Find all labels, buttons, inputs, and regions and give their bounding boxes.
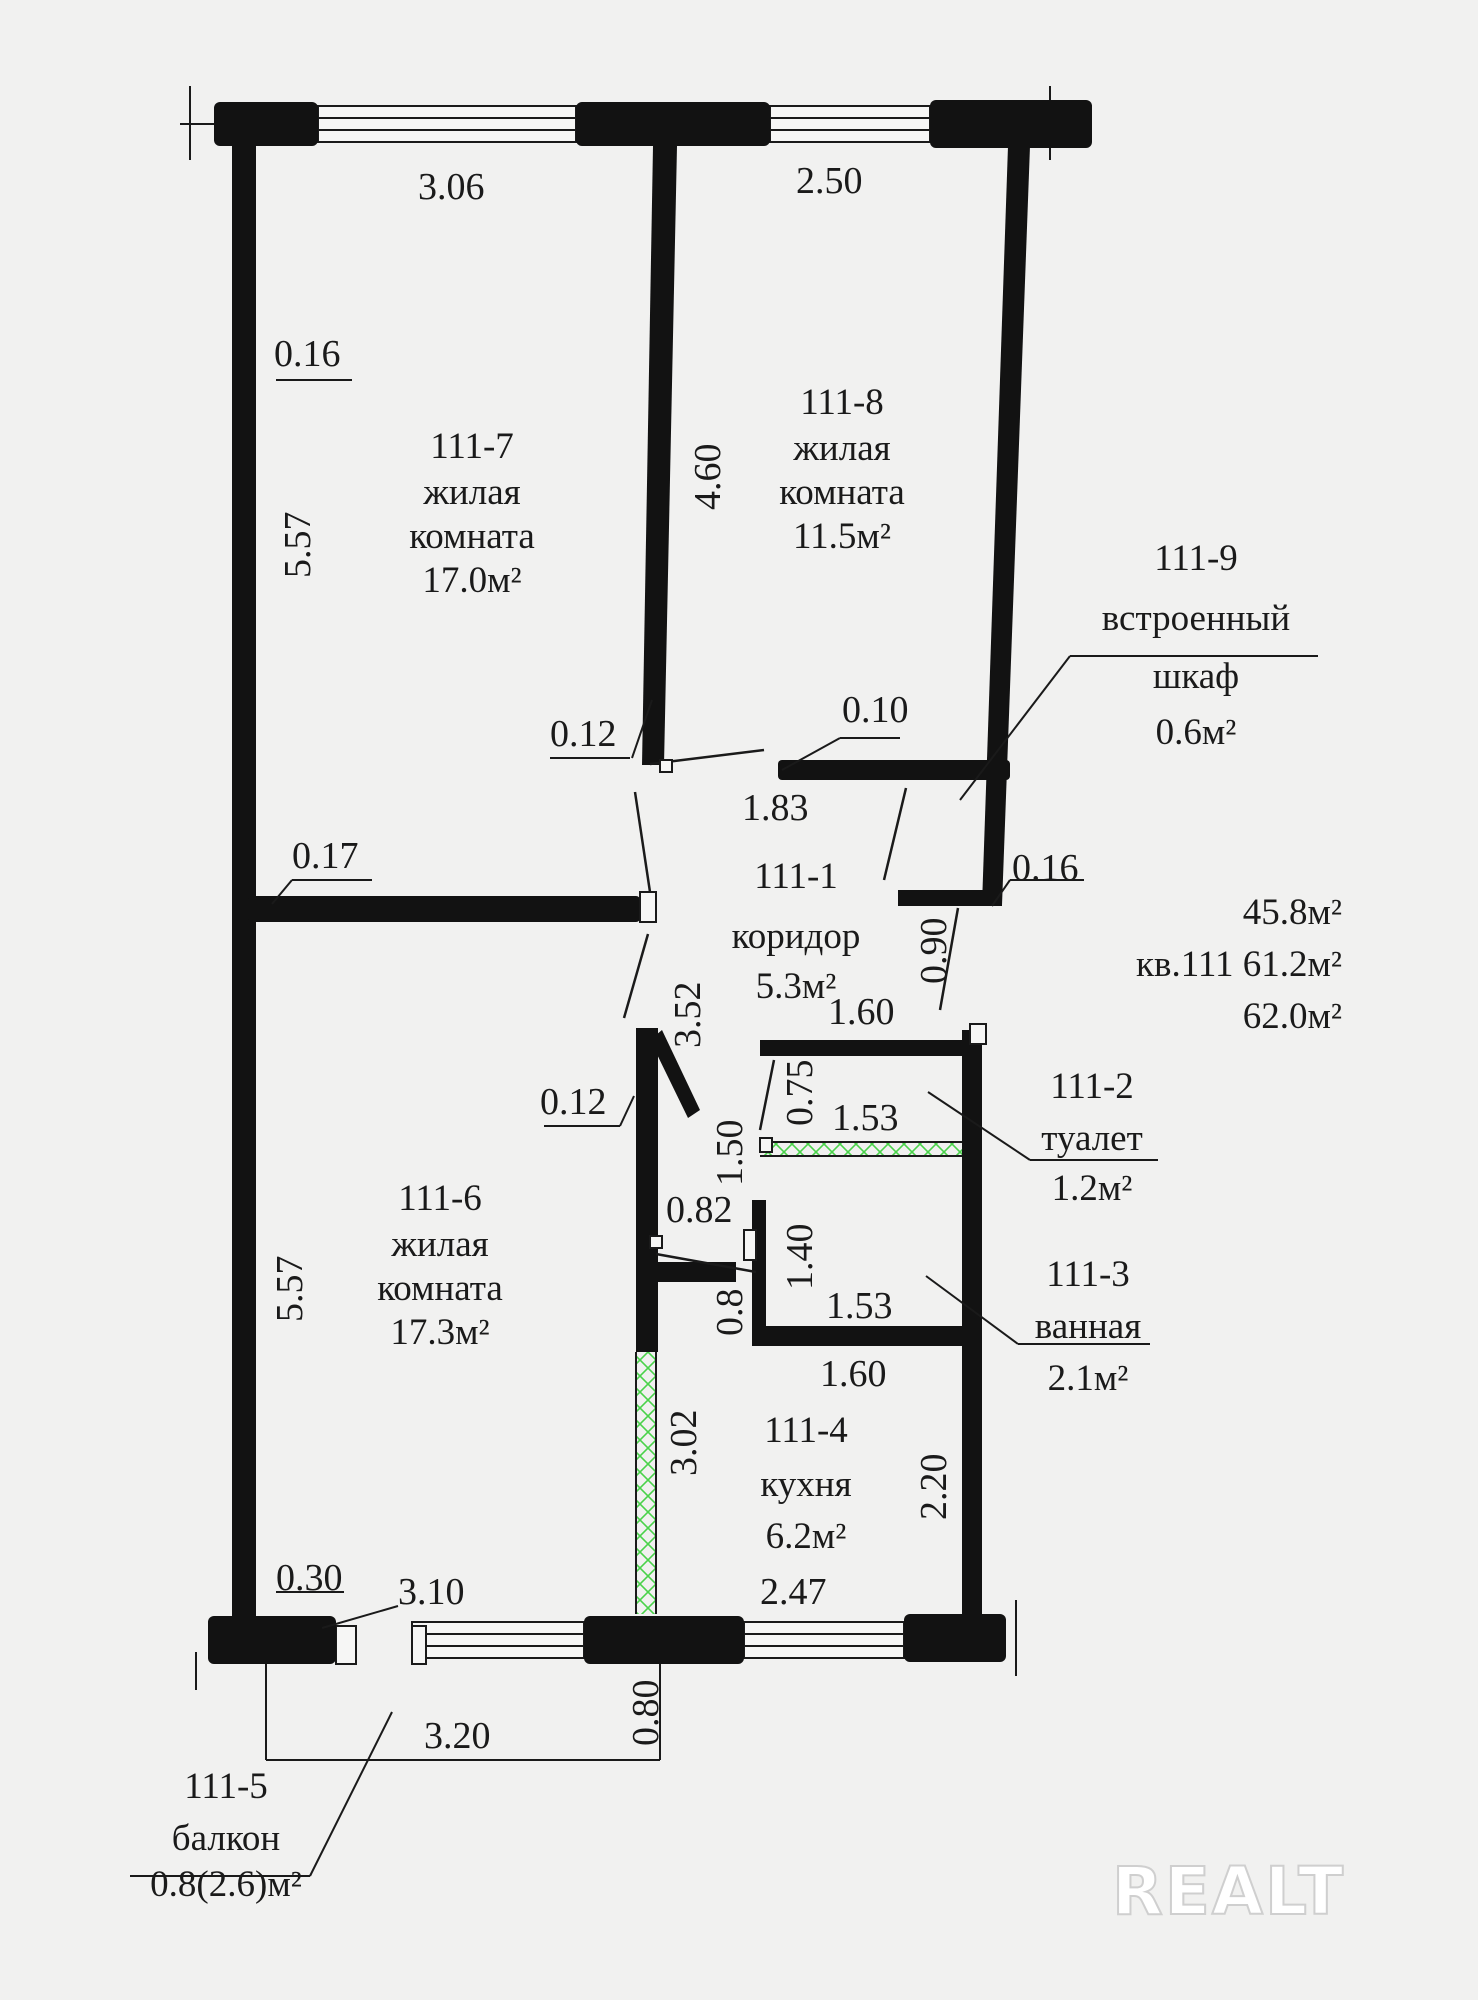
room-type: шкаф [1153, 656, 1239, 697]
dim-toilet-width: 1.53 [832, 1097, 899, 1139]
dim-corridor-width: 1.83 [742, 787, 809, 829]
room-code: 111-6 [398, 1178, 482, 1219]
dim-wall-016-right: 0.16 [1012, 847, 1079, 889]
dim-top-right-width: 2.50 [796, 160, 863, 202]
dim-left-height-top: 5.57 [277, 512, 319, 579]
dim-wall-016-top: 0.16 [274, 333, 341, 375]
room-area: 0.6м² [1156, 712, 1237, 753]
dim-bath-width: 1.53 [826, 1285, 893, 1327]
bottom-windows [335, 1621, 905, 1665]
room-type: кухня [760, 1464, 851, 1505]
dim-wall-012-lower: 0.12 [540, 1081, 607, 1123]
room-code: 111-4 [764, 1410, 848, 1451]
room-area: 0.8(2.6)м² [150, 1864, 302, 1905]
window-kitchen [743, 1621, 905, 1659]
walls [208, 100, 1092, 1664]
room-area: 2.1м² [1048, 1358, 1129, 1399]
room-type: комната [779, 472, 905, 513]
dim-kitchen-width: 2.47 [760, 1571, 827, 1613]
room-type: жилая [792, 428, 890, 469]
room-type: комната [377, 1268, 503, 1309]
room-code: 111-3 [1046, 1254, 1130, 1295]
living-area-total: 45.8м² [1243, 892, 1342, 933]
total-area: 62.0м² [1243, 996, 1342, 1037]
dim-left-height-bottom: 5.57 [269, 1256, 311, 1323]
apartment-area-total: кв.111 61.2м² [1136, 944, 1342, 985]
room-area: 11.5м² [793, 516, 891, 557]
room-code: 111-9 [1154, 538, 1238, 579]
dim-balcony-opening: 3.10 [398, 1571, 465, 1613]
room-code: 111-1 [754, 856, 838, 897]
room-type: туалет [1041, 1118, 1143, 1159]
room-type: ванная [1035, 1306, 1141, 1347]
dim-hall-08: 0.8 [709, 1289, 751, 1337]
room-type: жилая [390, 1224, 488, 1265]
room-area: 17.3м² [390, 1312, 489, 1353]
room-type: комната [409, 516, 535, 557]
dim-wall-017: 0.17 [292, 835, 359, 877]
dim-wall-012-upper: 0.12 [550, 713, 617, 755]
room-111-1: 111-1 коридор 5.3м² [732, 856, 861, 1007]
top-windows [180, 86, 1051, 160]
room-type: коридор [732, 916, 861, 957]
balcony-door-window [411, 1621, 585, 1659]
dim-wall-010: 0.10 [842, 689, 909, 731]
dim-hall-082: 0.82 [666, 1189, 733, 1231]
room-111-8: 111-8 жилая комната 11.5м² [779, 382, 905, 557]
dim-wall-030: 0.30 [276, 1557, 343, 1599]
dim-hall-150: 1.50 [709, 1120, 751, 1187]
room-code: 111-2 [1050, 1066, 1134, 1107]
dim-corridor-height: 3.52 [667, 982, 709, 1049]
dim-balcony-depth: 0.80 [625, 1680, 667, 1747]
dim-kitchen-height: 3.02 [663, 1410, 705, 1477]
room-labels: 111-7 жилая комната 17.0м² 111-8 жилая к… [150, 382, 1290, 1905]
room-area: 5.3м² [756, 966, 837, 1007]
room-type: жилая [422, 472, 520, 513]
room-code: 111-8 [800, 382, 884, 423]
window-top-right [769, 105, 931, 143]
room-111-4: 111-4 кухня 6.2м² [760, 1410, 851, 1557]
dim-bath-bottom-width: 1.60 [820, 1353, 887, 1395]
dimension-labels: 3.06 2.50 0.16 5.57 4.60 0.12 0.10 1.83 … [269, 160, 1079, 1757]
area-totals: 45.8м² кв.111 61.2м² 62.0м² [1136, 892, 1342, 1037]
room-111-5: 111-5 балкон 0.8(2.6)м² [150, 1766, 302, 1905]
room-area: 1.2м² [1052, 1168, 1133, 1209]
dim-toilet-height: 0.75 [779, 1060, 821, 1127]
room-code: 111-7 [430, 426, 514, 467]
room-111-2: 111-2 туалет 1.2м² [1041, 1066, 1143, 1209]
dim-bath-top-width: 1.60 [828, 991, 895, 1033]
room-code: 111-5 [184, 1766, 268, 1807]
room-111-9: 111-9 встроенный шкаф 0.6м² [1102, 538, 1290, 753]
doors [622, 748, 987, 1274]
watermark-logo: REALT [1112, 1853, 1345, 1930]
room-111-7: 111-7 жилая комната 17.0м² [409, 426, 535, 601]
room-area: 6.2м² [766, 1516, 847, 1557]
dim-top-left-width: 3.06 [418, 166, 485, 208]
dim-door-090: 0.90 [913, 918, 955, 985]
dim-balcony-length: 3.20 [424, 1715, 491, 1757]
room-type: встроенный [1102, 598, 1290, 639]
window-top-left [317, 105, 577, 143]
dim-kitchen-right-height: 2.20 [913, 1454, 955, 1521]
dim-bath-height: 1.40 [779, 1224, 821, 1291]
room-type: балкон [172, 1818, 280, 1859]
room-area: 17.0м² [422, 560, 521, 601]
leader-lines [130, 379, 1318, 1877]
room-111-3: 111-3 ванная 2.1м² [1035, 1254, 1141, 1399]
room-111-6: 111-6 жилая комната 17.3м² [377, 1178, 503, 1353]
dim-r8-height: 4.60 [687, 444, 729, 511]
balcony-outline [195, 1600, 1017, 1761]
